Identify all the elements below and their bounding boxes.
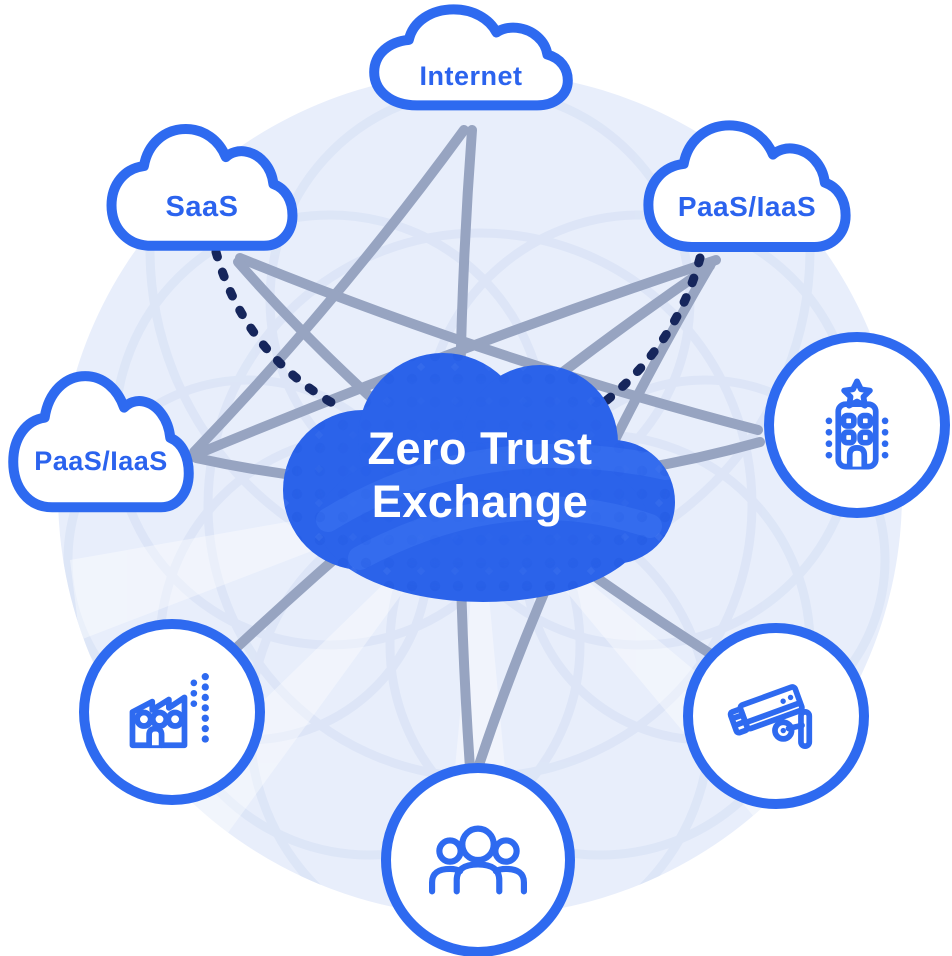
dashed-connection-saas [211,247,339,409]
node-headquarters [764,332,950,518]
zero-trust-exchange-label: Zero Trust Exchange [298,422,662,528]
factory-smoke-dots [190,673,209,743]
cloud-paas-iaas-left: PaaS/IaaS [4,366,198,530]
center-label-line2: Exchange [371,476,589,528]
dashed-connection-paas-right [592,253,705,413]
building-side-dots [825,417,889,459]
cloud-shape [364,2,578,122]
node-security-camera [683,623,869,809]
dashed-connectors [211,247,705,413]
cloud-paas-iaas-right-label: PaaS/IaaS [677,191,817,223]
security-camera-icon [727,684,813,750]
cloud-paas-iaas-top-right: PaaS/IaaS [638,116,856,268]
center-cloud: Zero Trust Exchange [268,350,692,608]
node-factory [79,619,265,805]
cloud-internet: Internet [364,2,578,122]
cloud-internet-label: Internet [419,61,523,92]
factory-icon [129,673,209,749]
cloud-saas: SaaS [102,120,302,266]
connector-paas-right-paas-left [190,255,721,460]
user-group-icon [429,825,528,895]
cloud-shape [4,366,198,530]
cloud-shape [102,120,302,266]
connector-saas-headquarters [235,253,763,435]
cloud-shape [638,116,856,268]
center-label-line1: Zero Trust [367,423,593,474]
office-building-with-star-icon [825,378,889,470]
node-users [381,763,575,956]
cloud-paas-iaas-left-label: PaaS/IaaS [34,446,168,477]
center-cloud-shape [283,353,675,602]
cloud-saas-label: SaaS [165,190,239,223]
